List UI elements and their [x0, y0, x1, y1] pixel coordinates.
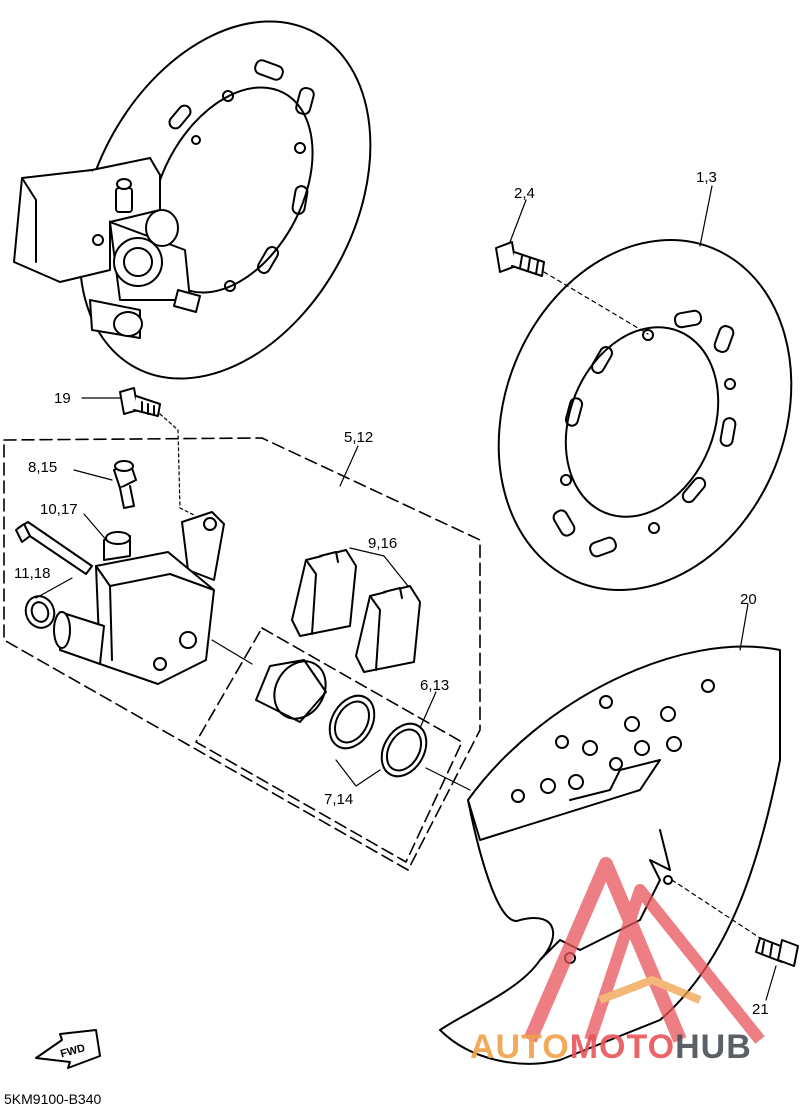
rotor-bolt-leader: [543, 271, 649, 335]
shield-bolt: [755, 937, 799, 967]
callout-bleed-screw: 8,15: [28, 459, 57, 476]
fwd-arrow-icon: [35, 1029, 101, 1069]
assembled-caliper-top: [13, 157, 201, 339]
dust-boot: [24, 595, 56, 629]
caliper-body: [53, 511, 225, 685]
caliper-assembly-dashed-frame: [3, 437, 481, 871]
svg-text:AUTOMOTOHUB: AUTOMOTOHUB: [470, 1028, 752, 1066]
callout-caliper-bolt: 19: [54, 390, 71, 407]
piston-leader: [211, 639, 253, 665]
dust-seal: [380, 722, 428, 778]
watermark-part-2: MOTO: [570, 1028, 675, 1066]
shield-bolt-leader: [671, 879, 761, 939]
brake-pad-rear: [355, 585, 421, 673]
piston-seal: [328, 694, 376, 750]
watermark-part-3: HUB: [675, 1028, 752, 1066]
rotor-bolt: [495, 241, 545, 277]
callout-rotor-bolt: 2,4: [514, 185, 535, 202]
callout-rotor: 1,3: [696, 169, 717, 186]
callout-seal-kit-a: 6,13: [420, 677, 449, 694]
callout-boot: 11,18: [14, 565, 50, 582]
seal-to-shield-leader: [425, 767, 471, 791]
callout-seal-kit-b: 7,14: [324, 791, 353, 808]
callout-pad-kit: 9,16: [368, 535, 397, 552]
watermark-text: AUTOMOTOHUB: [470, 1028, 752, 1066]
brake-rotor: [497, 239, 793, 591]
callout-shield-bolt: 21: [752, 1001, 769, 1018]
callout-shield: 20: [740, 591, 757, 608]
watermark-logo-icon: [523, 857, 765, 1044]
brake-pad-front: [291, 549, 357, 637]
callout-leaders: [35, 185, 777, 1001]
watermark-part-1: AUTO: [470, 1028, 570, 1066]
piston: [255, 659, 327, 723]
caliper-bolt-leader: [159, 413, 197, 517]
callout-caliper-assy: 5,12: [344, 429, 373, 446]
drawing-code: 5KM9100-B340: [4, 1091, 102, 1107]
pad-pin: [15, 521, 93, 575]
callout-pad-pin: 10,17: [40, 501, 78, 518]
caliper-bolt: [119, 387, 161, 417]
bleed-screw: [113, 460, 137, 509]
